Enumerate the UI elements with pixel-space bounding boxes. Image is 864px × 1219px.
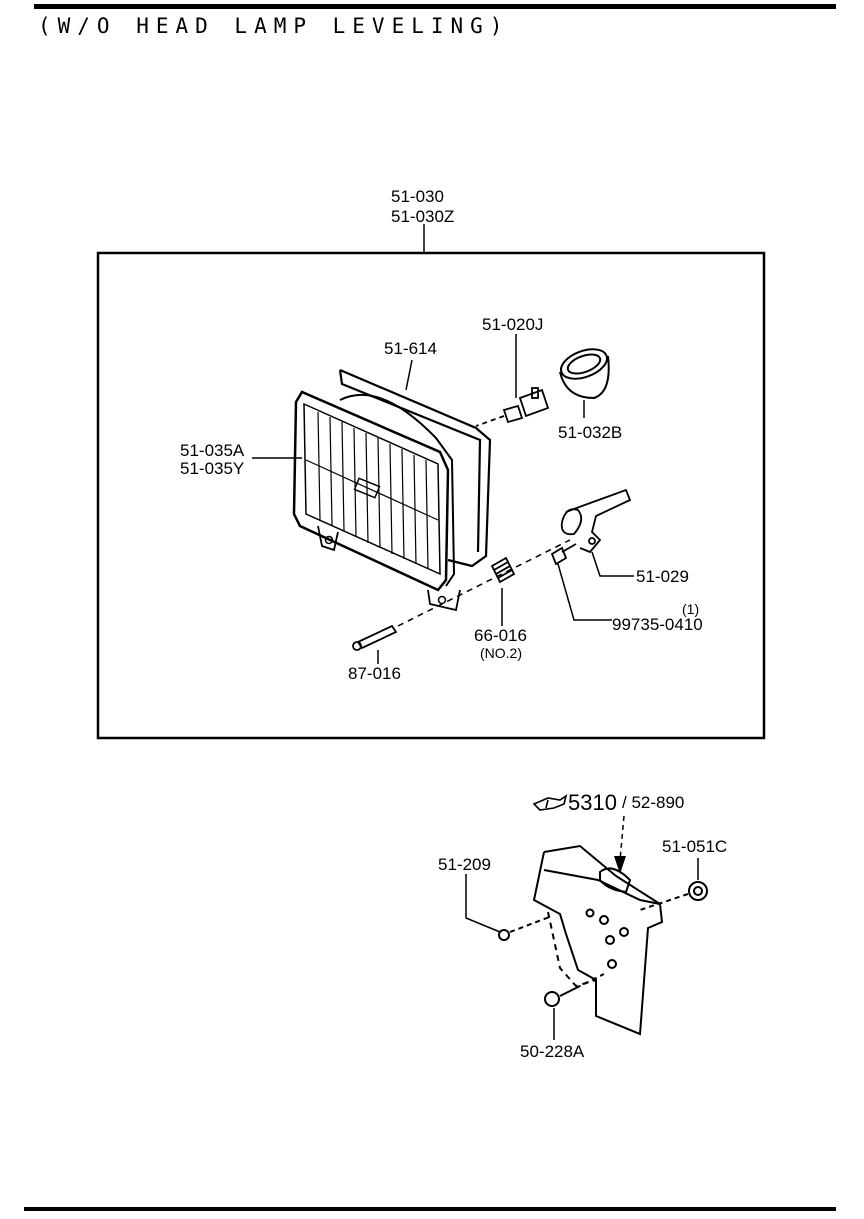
top-border bbox=[34, 4, 836, 9]
clip bbox=[550, 543, 577, 566]
bracket-ref-suffix: / 52-890 bbox=[622, 793, 684, 812]
assembly-frame bbox=[96, 251, 766, 740]
bracket-screw-upper-label: 51-209 bbox=[438, 855, 491, 874]
bracket-nut-label: 51-051C bbox=[662, 837, 727, 856]
part-unit-a-label: 51-035A bbox=[180, 441, 245, 460]
part-clip-label: 99735-0410 bbox=[612, 615, 703, 634]
bulb bbox=[475, 387, 550, 427]
leader-lines bbox=[252, 334, 634, 664]
pointing-hand-icon bbox=[532, 794, 568, 811]
part-unit-b-label: 51-035Y bbox=[180, 459, 244, 478]
bracket-ref-prefix: 5310 bbox=[568, 790, 617, 815]
bracket-ref-leader bbox=[619, 815, 625, 861]
bracket-nut bbox=[639, 881, 708, 911]
bracket-bolt-lower-label: 50-228A bbox=[520, 1042, 585, 1061]
part-spring-note: (NO.2) bbox=[480, 645, 522, 661]
adjust-screw bbox=[352, 624, 398, 651]
retaining-rim bbox=[338, 368, 492, 568]
part-rim-label: 51-614 bbox=[384, 339, 437, 358]
bracket-bolt-lower bbox=[544, 973, 605, 1007]
assembly-part-alt: 51-030Z bbox=[391, 207, 454, 226]
page-title: (W/O HEAD LAMP LEVELING) bbox=[38, 14, 510, 38]
assembly-part-main: 51-030 bbox=[391, 187, 444, 206]
part-screw-label: 87-016 bbox=[348, 664, 401, 683]
bracket-leaders bbox=[465, 858, 699, 1040]
part-bulb-label: 51-020J bbox=[482, 315, 543, 334]
part-socket-cover-label: 51-032B bbox=[558, 423, 622, 442]
bracket-ref-arrow bbox=[614, 856, 626, 874]
bottom-border bbox=[24, 1207, 836, 1211]
socket-cover bbox=[559, 348, 610, 400]
headlamp-unit bbox=[292, 368, 492, 612]
part-adjuster-label: 51-029 bbox=[636, 567, 689, 586]
part-clip-qty-label: (1) bbox=[682, 601, 699, 617]
adjuster bbox=[560, 488, 632, 554]
bracket-screw-upper bbox=[498, 915, 553, 941]
part-spring-label: 66-016 bbox=[474, 626, 527, 645]
